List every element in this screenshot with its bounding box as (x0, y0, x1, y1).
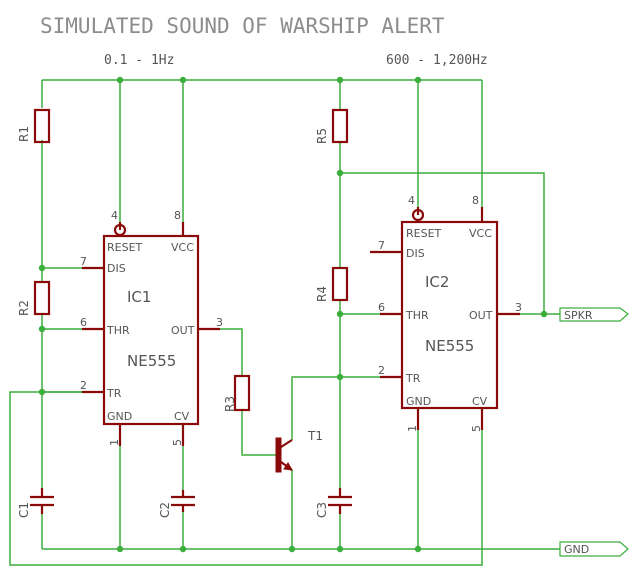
capacitor-c3: C3 (315, 488, 352, 518)
ic2-label: IC2 (425, 273, 449, 291)
c1-label: C1 (17, 502, 31, 518)
resistor-r5: R5 (315, 108, 349, 144)
resistor-r1: R1 (17, 108, 51, 144)
ic1-frequency-label: 0.1 - 1Hz (104, 53, 174, 68)
ic1-pinnum-out: 3 (216, 316, 223, 329)
ic2-pinnum-tr: 2 (378, 364, 385, 377)
ic2-pin-reset: RESET (406, 227, 442, 240)
resistor-r4: R4 (315, 266, 349, 302)
ic2-pin-tr: TR (405, 372, 421, 385)
ic2-pinnum-thr: 6 (378, 301, 385, 314)
ic1-pin-thr: THR (106, 324, 130, 337)
capacitor-c2: C2 (158, 490, 195, 518)
ic1-label: IC1 (127, 288, 151, 306)
ic2-chip: RESET VCC DIS THR OUT TR GND CV IC2 NE55… (370, 194, 522, 432)
ic1-pin-tr: TR (106, 387, 122, 400)
r3-label: R3 (223, 396, 237, 412)
ic2-pin-dis: DIS (406, 247, 425, 260)
ic2-pin-vcc: VCC (469, 227, 492, 240)
ic1-pinnum-cv: 5 (171, 439, 184, 446)
ic1-pin-gnd: GND (107, 410, 132, 423)
ic2-pinnum-vcc: 8 (472, 194, 479, 207)
ic2-pin-cv: CV (472, 395, 488, 408)
ic2-pin-thr: THR (405, 309, 429, 322)
r1-label: R1 (17, 126, 31, 142)
ic1-pinnum-gnd: 1 (108, 439, 121, 446)
c2-label: C2 (158, 502, 172, 518)
r4-label: R4 (315, 286, 329, 302)
ic1-chip: RESET VCC DIS THR OUT TR GND CV IC1 NE55… (80, 209, 223, 446)
capacitor-c1: C1 (17, 488, 54, 518)
resistor-r2: R2 (17, 280, 51, 316)
ic1-pin-vcc: VCC (171, 241, 194, 254)
ic1-pinnum-tr: 2 (80, 379, 87, 392)
ic1-part: NE555 (127, 352, 176, 370)
port-spkr: SPKR (559, 307, 629, 322)
ic1-pin-cv: CV (174, 410, 190, 423)
ic2-pin-out: OUT (469, 309, 493, 322)
ic2-pinnum-out: 3 (515, 301, 522, 314)
ic2-pinnum-dis: 7 (378, 239, 385, 252)
ic2-pin-gnd: GND (406, 395, 431, 408)
gnd-port-label: GND (564, 543, 589, 556)
ic1-pin-out: OUT (171, 324, 195, 337)
ic1-pinnum-reset: 4 (111, 209, 118, 222)
ic2-part: NE555 (425, 337, 474, 355)
ic1-pin-dis: DIS (107, 262, 126, 275)
ic2-frequency-label: 600 - 1,200Hz (386, 53, 488, 68)
ic1-pinnum-thr: 6 (80, 316, 87, 329)
r5-label: R5 (315, 128, 329, 144)
ic2-pinnum-cv: 5 (470, 425, 483, 432)
diagram-title: SIMULATED SOUND OF WARSHIP ALERT (40, 14, 445, 38)
junctions (38, 76, 548, 553)
t1-label: T1 (307, 429, 323, 443)
wires (9, 79, 560, 566)
resistor-r3: R3 (223, 374, 251, 412)
spkr-label: SPKR (564, 309, 593, 322)
ic1-pinnum-vcc: 8 (174, 209, 181, 222)
transistor-t1: T1 (275, 429, 323, 473)
c3-label: C3 (315, 502, 329, 518)
ic2-pinnum-reset: 4 (408, 194, 415, 207)
ic1-pin-reset: RESET (107, 241, 143, 254)
r2-label: R2 (17, 300, 31, 316)
ic1-pinnum-dis: 7 (80, 255, 87, 268)
port-gnd: GND (559, 541, 629, 557)
ic2-pinnum-gnd: 1 (406, 425, 419, 432)
